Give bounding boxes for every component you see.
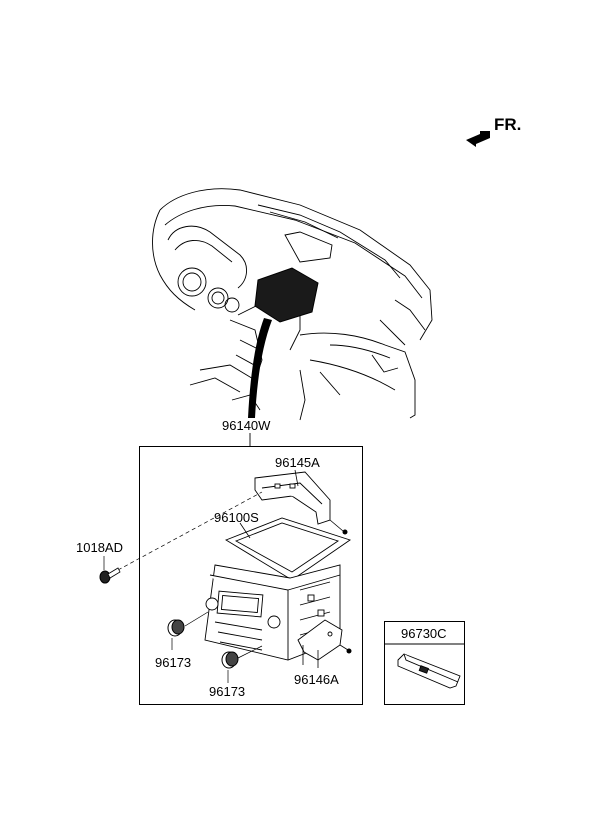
audio-assembly-box — [139, 446, 363, 705]
part-label-bracket: 96146A — [294, 672, 339, 687]
knob-right-drawing — [221, 651, 239, 669]
front-arrow-icon — [466, 131, 490, 147]
dash-pointer-arrow — [248, 318, 272, 418]
screw-icon — [342, 529, 348, 535]
part-label-usb-jack: 96730C — [401, 626, 447, 641]
screw-icon — [346, 648, 352, 654]
bolt-drawing — [99, 567, 121, 584]
part-label-knob-left: 96173 — [155, 655, 192, 670]
dashboard-illustration — [152, 188, 433, 421]
dash-audio-unit-highlight — [254, 267, 319, 323]
part-label-audio-unit: 96100S — [214, 510, 259, 525]
usb-jack-box — [384, 621, 465, 705]
part-label-bezel: 96145A — [275, 455, 320, 470]
bezel-drawing — [254, 471, 331, 525]
front-direction-label: FR. — [494, 115, 522, 134]
part-label-bolt: 1018AD — [76, 540, 123, 555]
audio-unit-plate — [224, 517, 352, 581]
knob-left-drawing — [167, 619, 185, 637]
part-label-knob-right: 96173 — [209, 684, 246, 699]
usb-jack-drawing — [397, 653, 461, 689]
part-label-harness: 96140W — [222, 418, 271, 433]
